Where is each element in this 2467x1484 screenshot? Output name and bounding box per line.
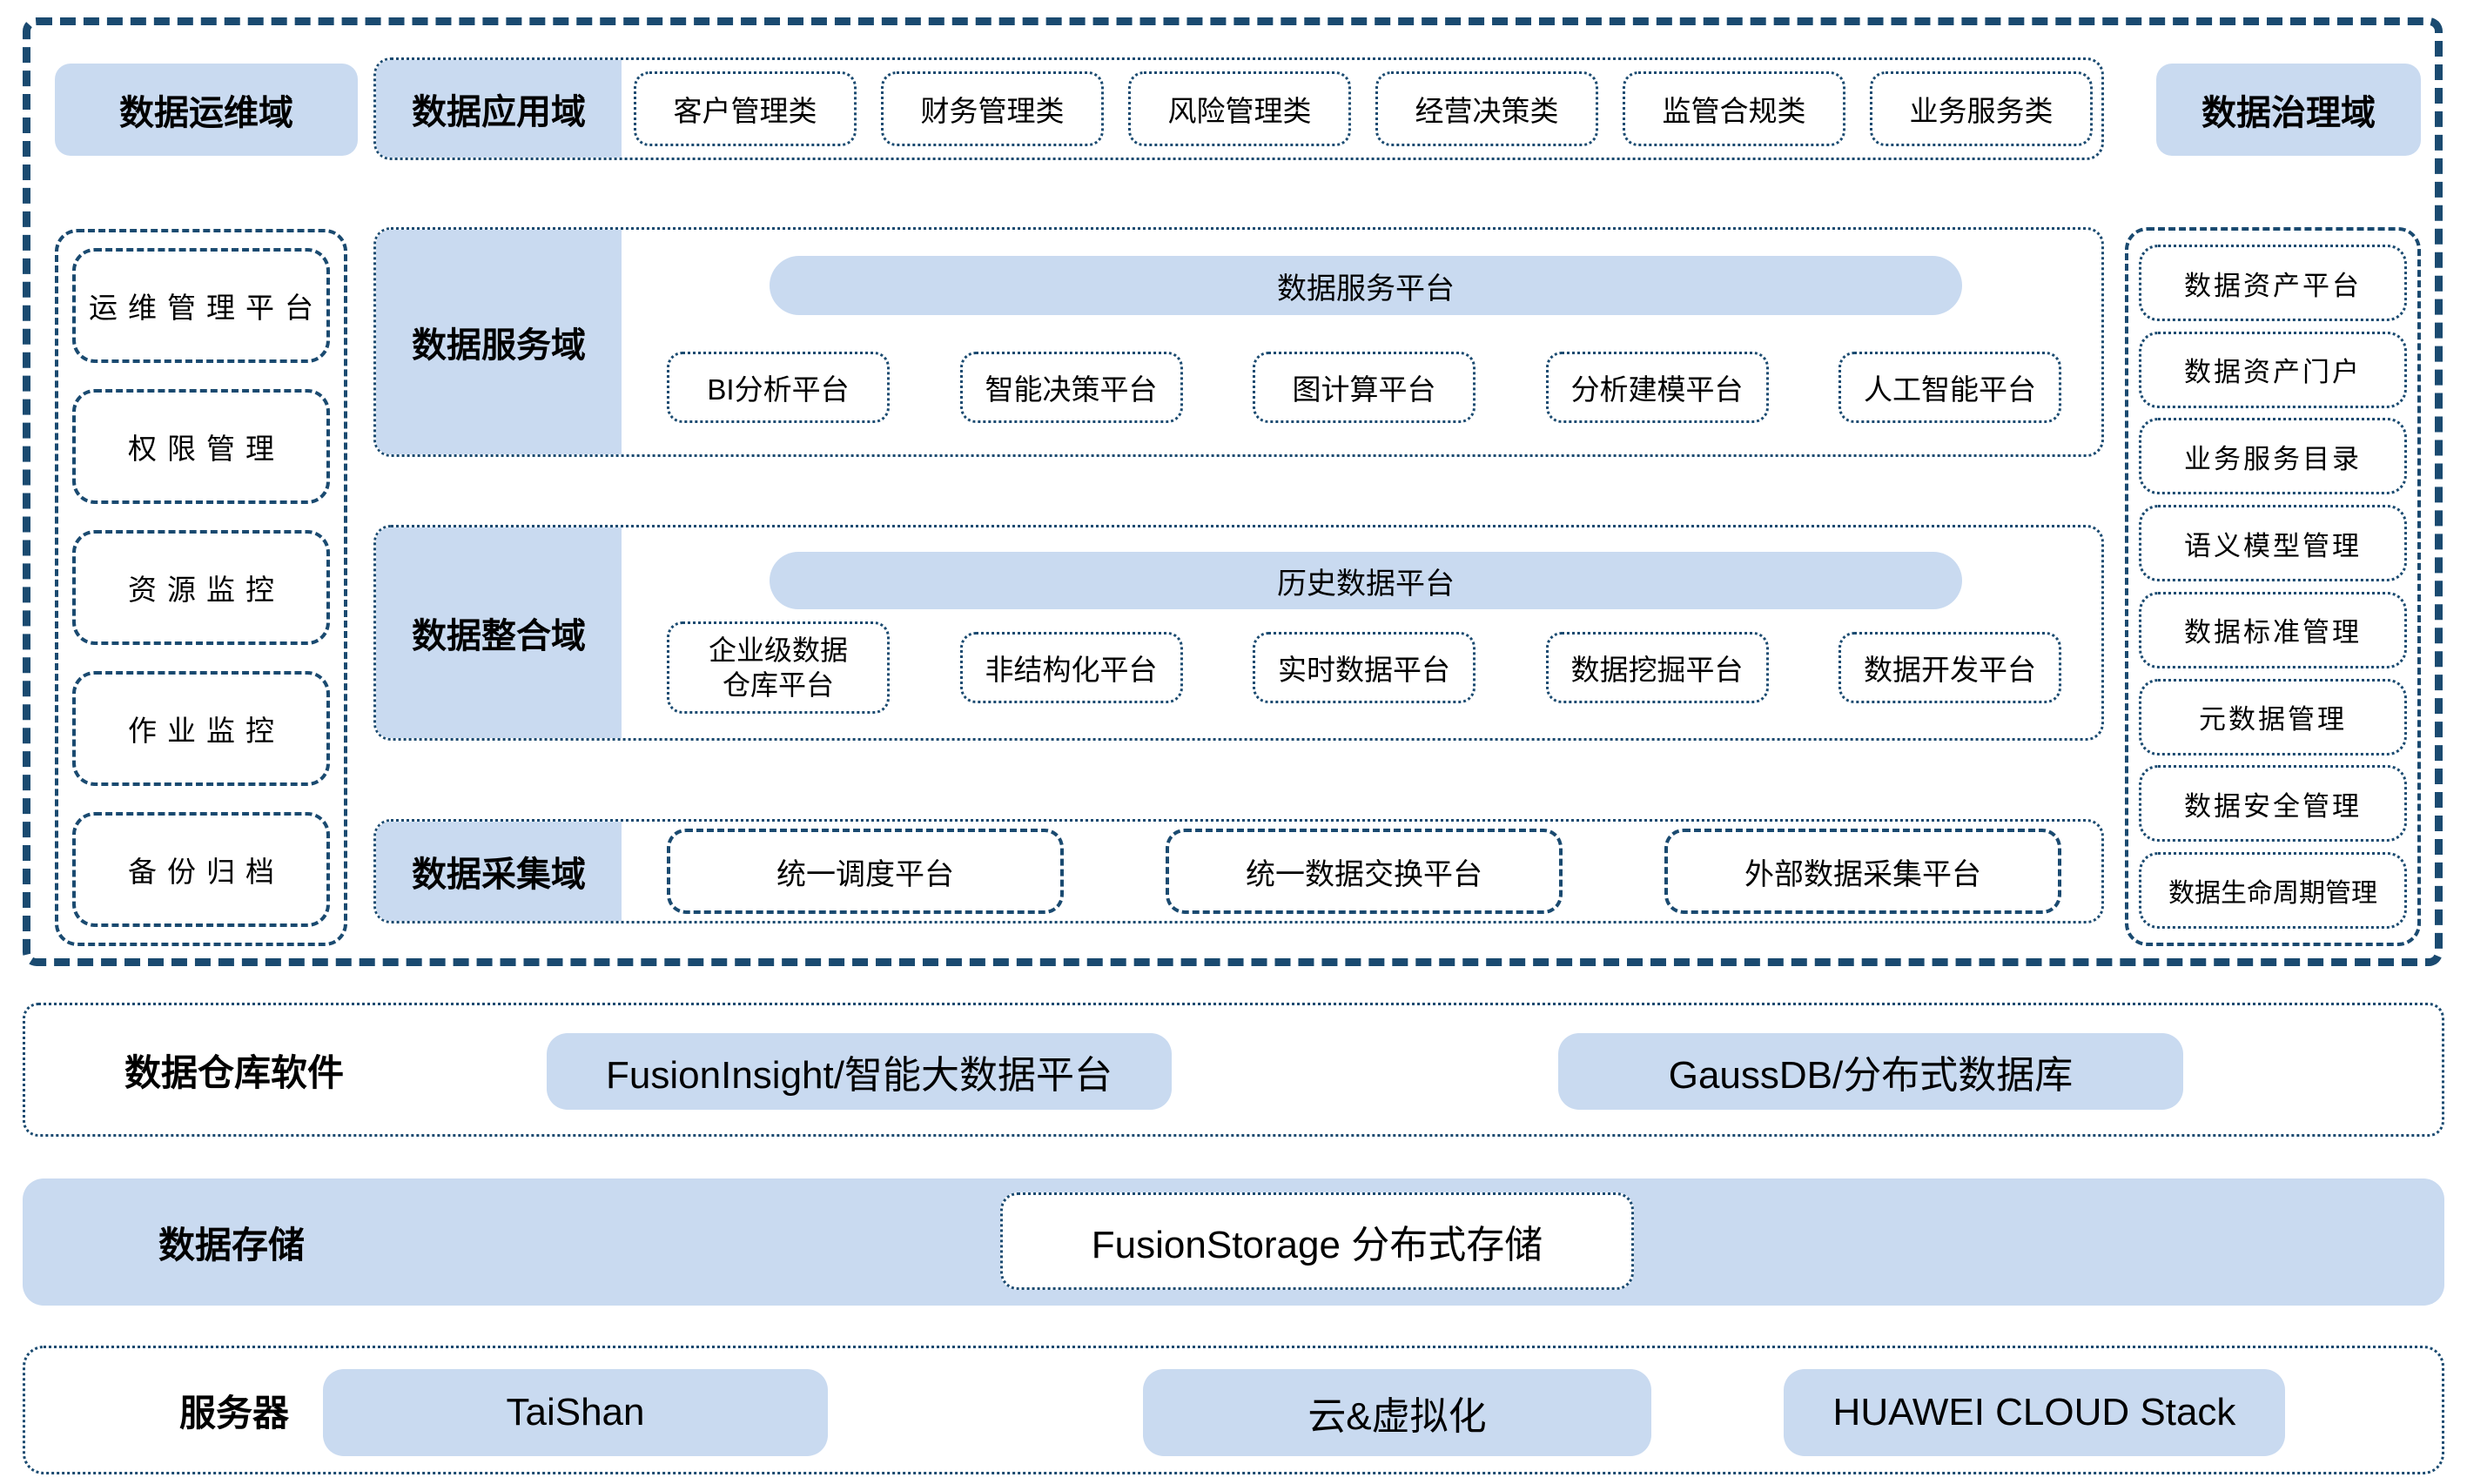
app-domain-chip-row: 客户管理类 财务管理类 风险管理类 经营决策类 监管合规类 业务服务类 xyxy=(634,60,2093,158)
collection-chip: 统一调度平台 xyxy=(667,829,1064,914)
integration-chip-row: 企业级数据 仓库平台 非结构化平台 实时数据平台 数据挖掘平台 数据开发平台 xyxy=(667,621,2061,714)
gov-item: 元数据管理 xyxy=(2139,678,2407,755)
storage-label: 数据存储 xyxy=(158,1224,305,1266)
integration-chip: 非结构化平台 xyxy=(959,632,1183,703)
service-chip: 人工智能平台 xyxy=(1838,352,2061,423)
service-domain-container: 数据服务域 数据服务平台 BI分析平台 智能决策平台 图计算平台 分析建模平台 … xyxy=(373,227,2104,457)
gov-item: 语义模型管理 xyxy=(2139,505,2407,582)
service-chip: 图计算平台 xyxy=(1253,352,1475,423)
integration-domain-container: 数据整合域 历史数据平台 企业级数据 仓库平台 非结构化平台 实时数据平台 数据… xyxy=(373,525,2104,741)
collection-chip-row: 统一调度平台 统一数据交换平台 外部数据采集平台 xyxy=(667,829,2061,914)
integration-chip: 实时数据平台 xyxy=(1253,632,1475,703)
service-platform-bar: 数据服务平台 xyxy=(770,256,1962,315)
gaussdb-chip: GaussDB/分布式数据库 xyxy=(1558,1033,2183,1110)
ops-domain-header: 数据运维域 xyxy=(55,64,358,156)
taishan-chip: TaiShan xyxy=(323,1369,828,1456)
app-domain-container: 数据应用域 客户管理类 财务管理类 风险管理类 经营决策类 监管合规类 业务服务… xyxy=(373,57,2104,160)
service-chip: 智能决策平台 xyxy=(959,352,1183,423)
huawei-cloud-stack-chip: HUAWEI CLOUD Stack xyxy=(1784,1369,2285,1456)
ops-column: 运维管理平台 权限管理 资源监控 作业监控 备份归档 xyxy=(55,229,347,946)
fusionstorage-chip: FusionStorage 分布式存储 xyxy=(1000,1192,1634,1290)
ops-item: 运维管理平台 xyxy=(72,248,330,363)
history-platform-bar: 历史数据平台 xyxy=(770,552,1962,609)
collection-domain-label: 数据采集域 xyxy=(376,822,622,921)
platform-frame: 数据运维域 数据应用域 客户管理类 财务管理类 风险管理类 经营决策类 监管合规… xyxy=(23,17,2443,966)
fusioninsight-chip: FusionInsight/智能大数据平台 xyxy=(547,1033,1172,1110)
app-chip: 客户管理类 xyxy=(634,71,857,146)
gov-column: 数据资产平台 数据资产门户 业务服务目录 语义模型管理 数据标准管理 元数据管理… xyxy=(2125,227,2421,946)
gov-item: 业务服务目录 xyxy=(2139,418,2407,495)
app-domain-label: 数据应用域 xyxy=(376,60,622,158)
warehouse-software-row: 数据仓库软件 FusionInsight/智能大数据平台 GaussDB/分布式… xyxy=(23,1003,2444,1137)
collection-chip: 统一数据交换平台 xyxy=(1166,829,1563,914)
gov-domain-header: 数据治理域 xyxy=(2156,64,2421,156)
gov-item: 数据标准管理 xyxy=(2139,591,2407,668)
storage-row: 数据存储 FusionStorage 分布式存储 xyxy=(23,1178,2444,1306)
ops-item: 权限管理 xyxy=(72,389,330,504)
service-domain-label: 数据服务域 xyxy=(376,230,622,454)
ops-item: 资源监控 xyxy=(72,530,330,645)
app-chip: 风险管理类 xyxy=(1128,71,1351,146)
app-chip: 经营决策类 xyxy=(1375,71,1598,146)
collection-domain-container: 数据采集域 统一调度平台 统一数据交换平台 外部数据采集平台 xyxy=(373,819,2104,923)
integration-chip: 数据挖掘平台 xyxy=(1545,632,1769,703)
service-chip-row: BI分析平台 智能决策平台 图计算平台 分析建模平台 人工智能平台 xyxy=(667,352,2061,423)
gov-item: 数据资产门户 xyxy=(2139,331,2407,408)
app-chip: 监管合规类 xyxy=(1623,71,1845,146)
ops-item: 作业监控 xyxy=(72,671,330,786)
cloud-virtualization-chip: 云&虚拟化 xyxy=(1143,1369,1651,1456)
app-chip: 业务服务类 xyxy=(1870,71,2093,146)
integration-chip: 数据开发平台 xyxy=(1838,632,2061,703)
gov-item: 数据生命周期管理 xyxy=(2139,851,2407,929)
service-chip: BI分析平台 xyxy=(667,352,890,423)
service-chip: 分析建模平台 xyxy=(1545,352,1769,423)
gov-item: 数据安全管理 xyxy=(2139,765,2407,843)
integration-domain-label: 数据整合域 xyxy=(376,527,622,738)
app-chip: 财务管理类 xyxy=(881,71,1104,146)
warehouse-software-label: 数据仓库软件 xyxy=(124,1051,344,1093)
server-label: 服务器 xyxy=(178,1392,289,1434)
collection-chip: 外部数据采集平台 xyxy=(1664,829,2061,914)
ops-item: 备份归档 xyxy=(72,812,330,927)
integration-chip: 企业级数据 仓库平台 xyxy=(667,621,890,714)
gov-item: 数据资产平台 xyxy=(2139,245,2407,321)
server-row: 服务器 TaiShan 云&虚拟化 HUAWEI CLOUD Stack xyxy=(23,1346,2444,1474)
